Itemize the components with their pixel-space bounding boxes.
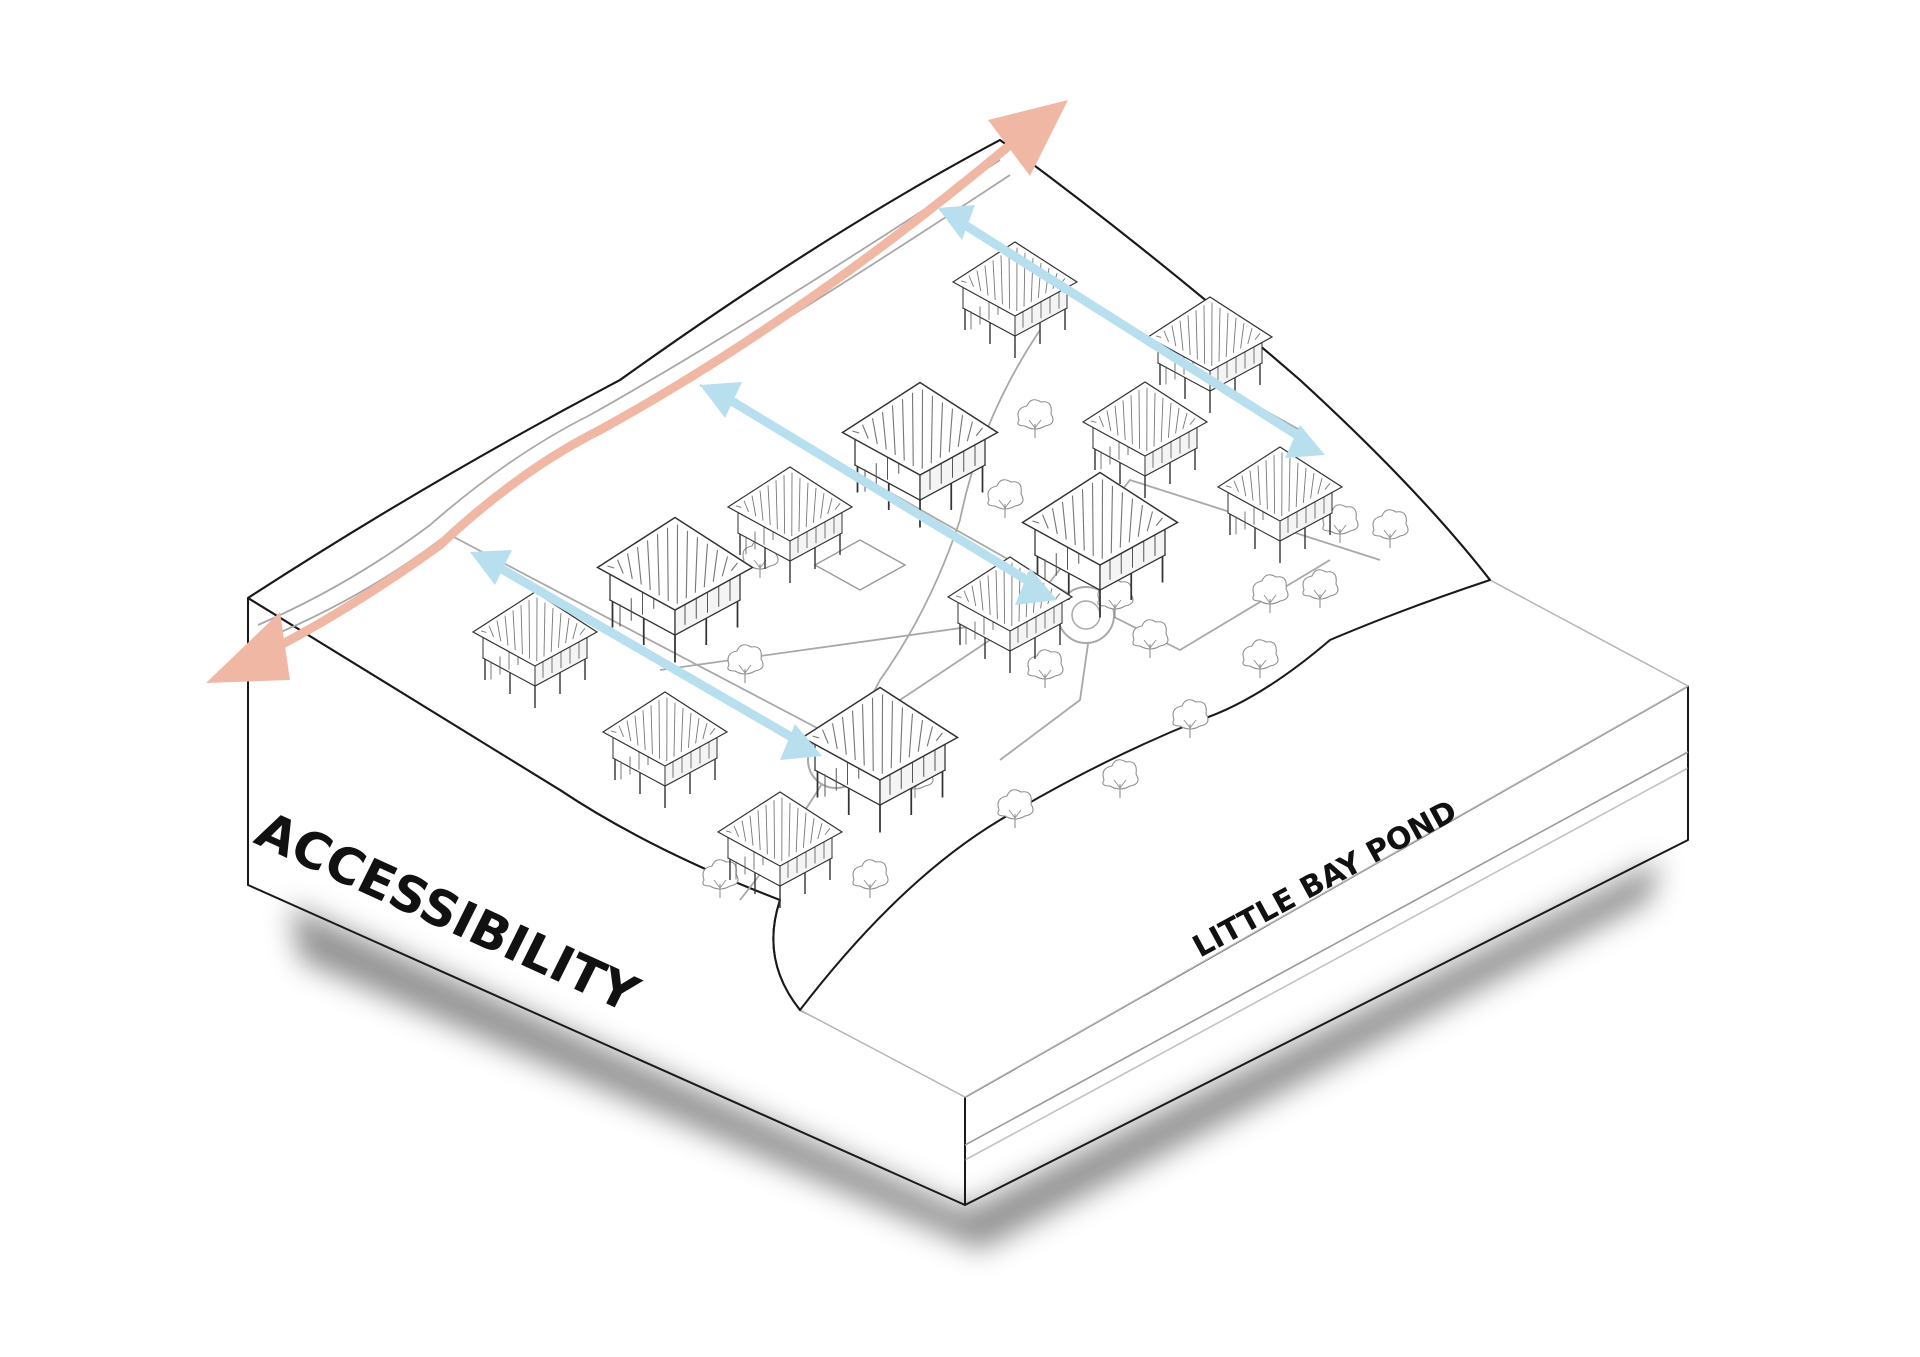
cabin (946, 556, 1074, 673)
cabin (951, 241, 1079, 358)
cabin-group (471, 241, 1344, 908)
tree-icon (1242, 639, 1279, 678)
tree-icon (1017, 399, 1054, 438)
tree-icon (987, 479, 1024, 518)
tree-icon (852, 859, 889, 898)
road-arrow-head-start (206, 612, 290, 683)
cabin (1021, 471, 1179, 618)
path-arrow-top-head-end (1285, 425, 1325, 458)
tree-icon (702, 859, 739, 898)
cabin (841, 381, 999, 528)
tree-icon (997, 789, 1034, 828)
tree-icon (1372, 509, 1409, 548)
path-arrow-bottom-head-start (470, 550, 512, 585)
cabin (716, 791, 844, 908)
path-arrow-middle-head-end (1015, 568, 1057, 605)
cabin (726, 466, 854, 583)
path-arrow-bottom-head-end (780, 724, 822, 760)
tree-icon (1027, 649, 1064, 688)
tree-icon (727, 644, 764, 683)
tree-icon (1102, 759, 1139, 798)
strata-line-right (964, 751, 1689, 1146)
cabin (1216, 446, 1344, 563)
tree-icon (1172, 699, 1209, 738)
cabin (601, 691, 729, 808)
terrain-back-edge (247, 139, 1491, 599)
internal-path-4 (739, 329, 1041, 901)
tree-icon (1252, 574, 1289, 613)
cabin (1081, 381, 1209, 498)
path-arrow-top (938, 205, 1325, 458)
path-arrow-top-head-start (938, 205, 975, 240)
road-arrow-head-end (988, 100, 1068, 176)
path-arrow-bottom (470, 550, 822, 760)
internal-path-6 (999, 629, 1091, 761)
road-access-arrow (206, 100, 1068, 683)
cabin (596, 516, 754, 663)
perimeter-road-edge (257, 159, 1001, 626)
strata-line-right-2 (964, 767, 1689, 1161)
road-arrow-shaft (255, 141, 1013, 662)
path-arrow-middle (700, 382, 1057, 605)
cabin (471, 591, 599, 708)
path-arrow-middle-head-start (700, 382, 742, 418)
tree-icon (1132, 619, 1169, 658)
cabin (801, 686, 959, 833)
block-shadow (290, 860, 1660, 1250)
tree-icon (1302, 569, 1339, 608)
central-plaza (813, 539, 907, 591)
